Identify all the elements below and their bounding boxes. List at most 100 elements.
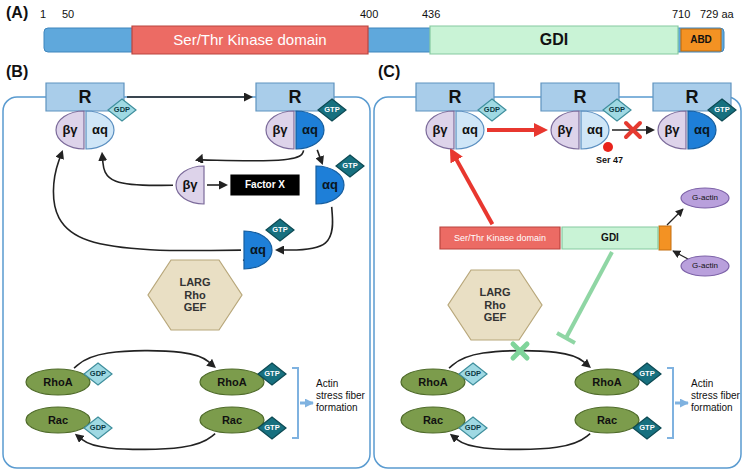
gtp-diamond-outline <box>336 155 364 177</box>
annotation-label: 1 <box>40 8 46 21</box>
gtpase-ellipse: Rac <box>574 406 640 434</box>
flow-arrow <box>207 184 222 186</box>
bracket <box>292 368 298 438</box>
node-text: R <box>574 87 587 108</box>
gdi-domain: GDI <box>429 25 679 55</box>
g-beta-gamma: βγ <box>657 110 687 150</box>
node-text: βγ <box>557 123 572 138</box>
flow-arrow <box>200 150 304 160</box>
factor-box-outline <box>231 175 299 195</box>
node-text: G-actin <box>692 193 718 202</box>
annotation-label: (B) <box>6 62 28 81</box>
g-beta-gamma: βγ <box>175 165 205 205</box>
flow-arrow <box>455 156 493 224</box>
gtp-diamond: GTP <box>317 98 347 122</box>
node-text: αq <box>302 123 318 138</box>
flow-arrow <box>127 96 247 98</box>
gdp-diamond-outline <box>603 99 631 121</box>
g-beta-gamma: βγ <box>55 110 85 150</box>
gdp-diamond: GDP <box>107 98 137 122</box>
binding-arrow <box>667 209 683 225</box>
gdp-diamond: GDP <box>458 362 488 386</box>
node-text: αq <box>694 123 710 138</box>
node-text: GTP <box>264 370 279 379</box>
flow-arrow <box>103 158 173 185</box>
gtp-diamond-outline <box>708 99 736 121</box>
annotation-label: Actin stress fiber formation <box>691 378 741 414</box>
node-text: GTP <box>714 106 729 115</box>
gtpase-ellipse-outline <box>26 369 90 395</box>
annotation-label: 729 aa <box>700 8 734 21</box>
node-text: ABD <box>690 34 712 46</box>
gtpase-ellipse-outline <box>401 407 465 433</box>
g-alpha-q: αq <box>455 110 485 150</box>
node-text: αq <box>462 123 478 138</box>
gtp-diamond-outline <box>258 417 286 439</box>
gdp-diamond-outline <box>108 99 136 121</box>
node-text: GDP <box>465 370 481 379</box>
node-text: GTP <box>639 424 654 433</box>
node-text: RhoA <box>217 376 246 389</box>
node-text: αq <box>587 123 603 138</box>
g-beta-gamma: βγ <box>425 110 455 150</box>
gdi-domain-outline <box>430 26 678 54</box>
annotation-label: (C) <box>378 62 400 81</box>
gtpase-ellipse: RhoA <box>400 368 466 396</box>
g-alpha-q: αq <box>85 110 115 150</box>
node-text: GTP <box>324 106 339 115</box>
gdp-diamond: GDP <box>477 98 507 122</box>
gtp-diamond: GTP <box>632 362 662 386</box>
gtpase-ellipse: RhoA <box>25 368 91 396</box>
g-alpha-q-active-outline <box>296 111 324 149</box>
gtp-diamond: GTP <box>265 218 295 242</box>
node-text: βγ <box>182 178 197 193</box>
node-text: LARG Rho GEF <box>475 286 515 324</box>
factor-box: Factor X <box>230 174 300 196</box>
node-text: αq <box>250 243 266 258</box>
node-text: βγ <box>272 123 287 138</box>
gtpase-ellipse-outline <box>26 407 90 433</box>
annotation-label: 50 <box>62 8 74 21</box>
gdp-diamond-outline <box>84 363 112 385</box>
blocked-cross <box>626 123 640 137</box>
g-beta-gamma-outline <box>658 111 686 149</box>
node-text: βγ <box>664 123 679 138</box>
gtp-diamond-outline <box>266 219 294 241</box>
g-alpha-q-active: αq <box>687 110 717 150</box>
gdp-diamond: GDP <box>458 416 488 440</box>
binding-arrow <box>673 251 688 259</box>
annotation-label: Actin stress fiber formation <box>316 378 366 414</box>
bracket <box>667 368 673 438</box>
gtpase-ellipse-outline <box>575 407 639 433</box>
gtp-diamond: GTP <box>632 416 662 440</box>
gtp-diamond-outline <box>318 99 346 121</box>
kinase-domain: Ser/Thr Kinase domain <box>439 226 561 250</box>
gtp-diamond-outline <box>633 363 661 385</box>
g-beta-gamma-outline <box>551 111 579 149</box>
node-text: βγ <box>62 123 77 138</box>
node-text: Rac <box>423 414 443 427</box>
inhibition-line <box>566 252 612 338</box>
node-text: GTP <box>639 370 654 379</box>
annotation-label: (A) <box>6 3 28 22</box>
annotation-label: 436 <box>422 8 440 21</box>
actin-binding-domain: ABD <box>680 28 722 52</box>
node-text: Ser/Thr Kinase domain <box>173 31 326 48</box>
gtpase-ellipse: Rac <box>25 406 91 434</box>
gtp-diamond-outline <box>258 363 286 385</box>
gef-hexagon-outline <box>148 260 242 330</box>
g-alpha-q-active: αq <box>315 165 345 205</box>
g-beta-gamma: βγ <box>550 110 580 150</box>
g-alpha-q-active-outline <box>316 166 344 204</box>
gtpase-ellipse: Rac <box>400 406 466 434</box>
gef-hexagon: LARG Rho GEF <box>147 259 243 331</box>
g-beta-gamma-outline <box>176 166 204 204</box>
blocked-cross <box>513 344 527 358</box>
node-text: GDI <box>601 232 619 244</box>
node-text: R <box>686 87 699 108</box>
annotation-label: Ser 47 <box>596 155 623 166</box>
actin-binding-domain-outline <box>681 29 721 51</box>
annotation-label: 710 <box>672 8 690 21</box>
gdp-diamond-outline <box>478 99 506 121</box>
node-text: αq <box>92 123 108 138</box>
